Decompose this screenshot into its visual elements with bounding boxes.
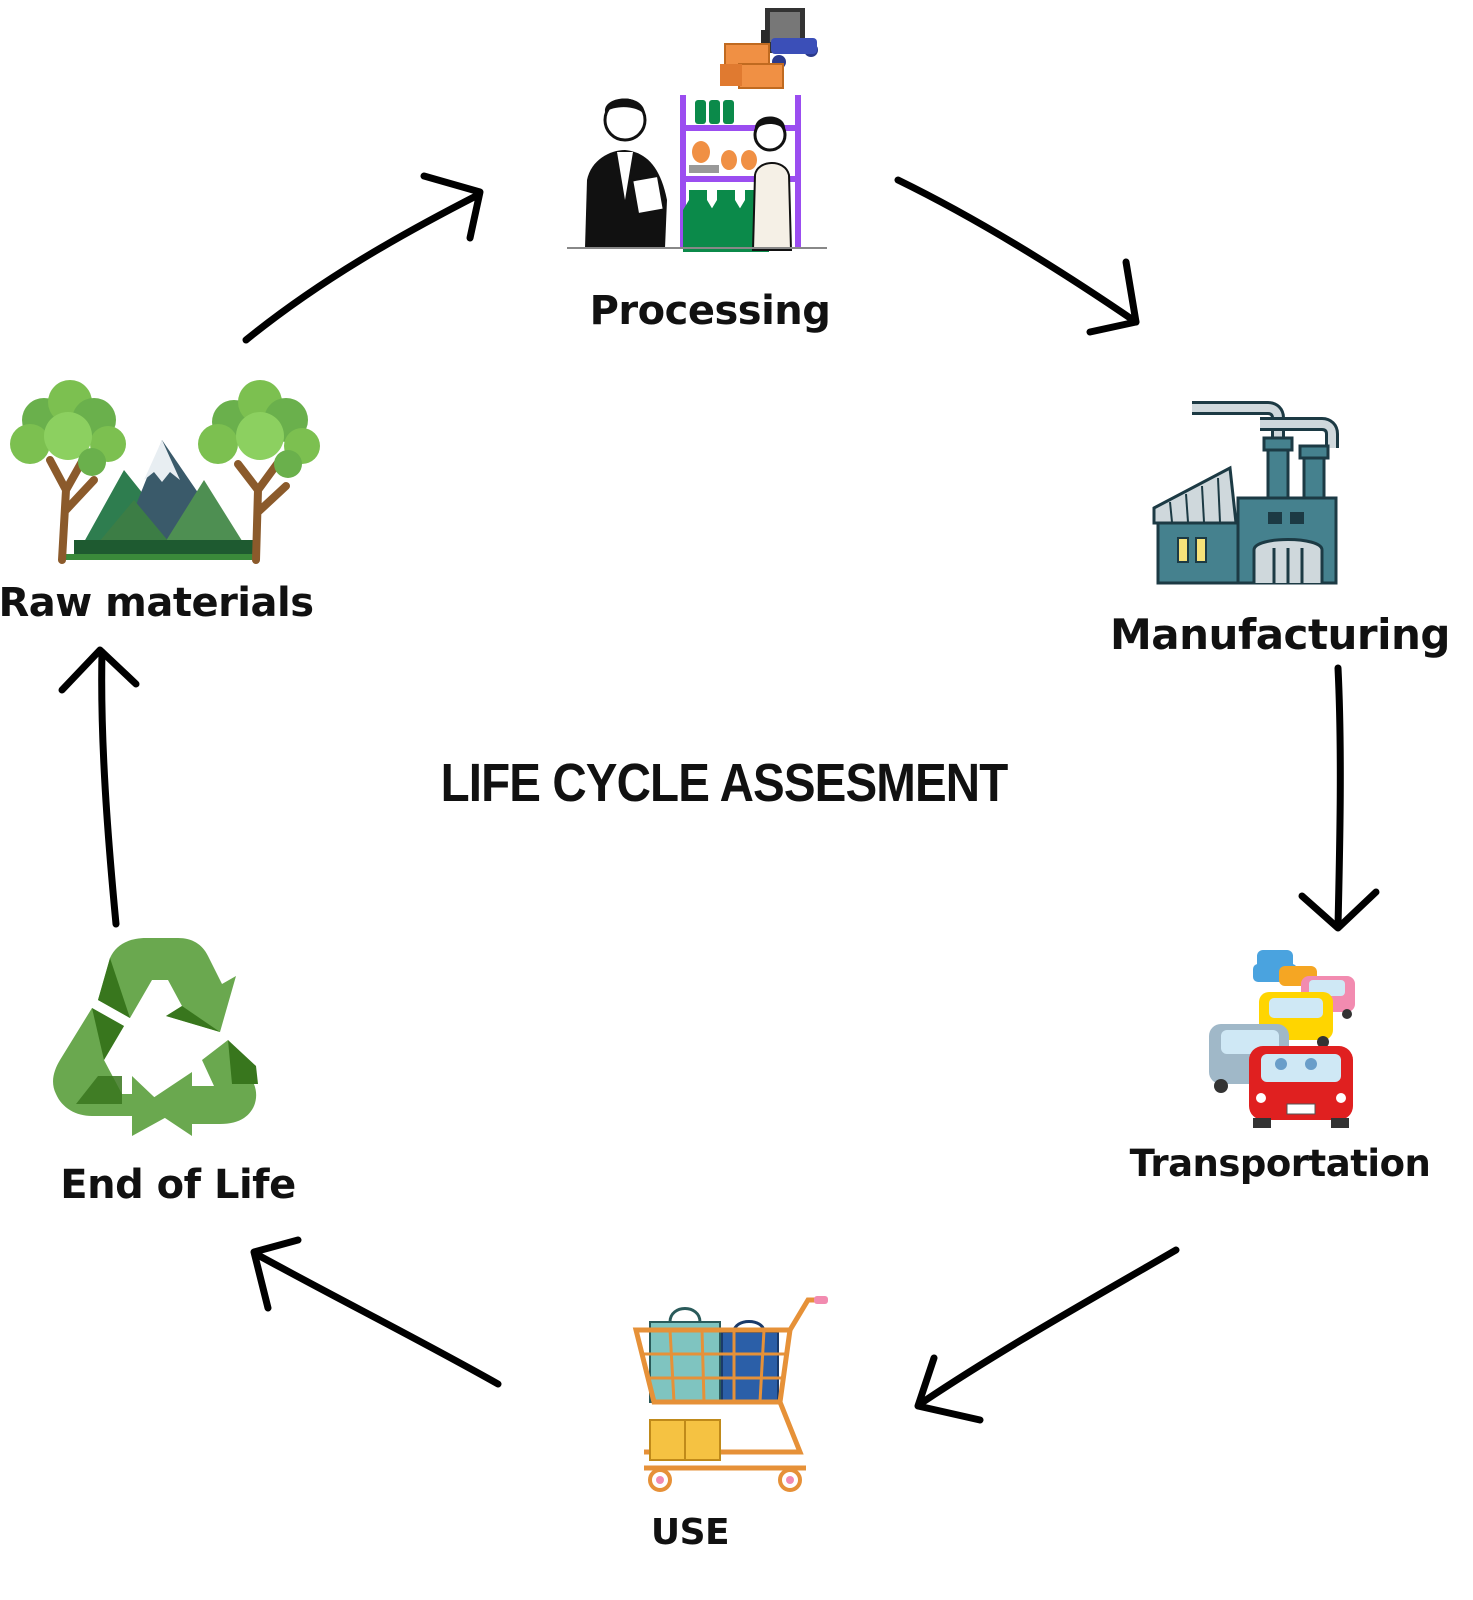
- manufacturing-label: Manufacturing: [1110, 610, 1451, 659]
- manufacturing-stage: [1150, 398, 1340, 588]
- cars-traffic-icon: [1209, 950, 1355, 1128]
- trees-mountains-icon: [10, 380, 320, 564]
- diagram-title: LIFE CYCLE ASSESMENT: [440, 753, 1009, 813]
- recycle-icon: [53, 938, 258, 1136]
- transportation-stage: [1205, 942, 1365, 1132]
- use-stage: [630, 1292, 830, 1497]
- end-of-life-stage: [52, 936, 262, 1136]
- processing-label: Processing: [589, 288, 831, 334]
- end-of-life-label: End of Life: [60, 1162, 296, 1208]
- use-label: USE: [650, 1512, 730, 1553]
- raw-materials-label: Raw materials: [0, 580, 314, 626]
- transportation-label: Transportation: [1129, 1142, 1431, 1185]
- factory-icon: [1152, 401, 1339, 585]
- shopping-cart-icon: [632, 1296, 828, 1492]
- warehouse-workers-icon: [567, 8, 827, 252]
- raw-materials-stage: [4, 380, 324, 565]
- processing-stage: [565, 0, 835, 260]
